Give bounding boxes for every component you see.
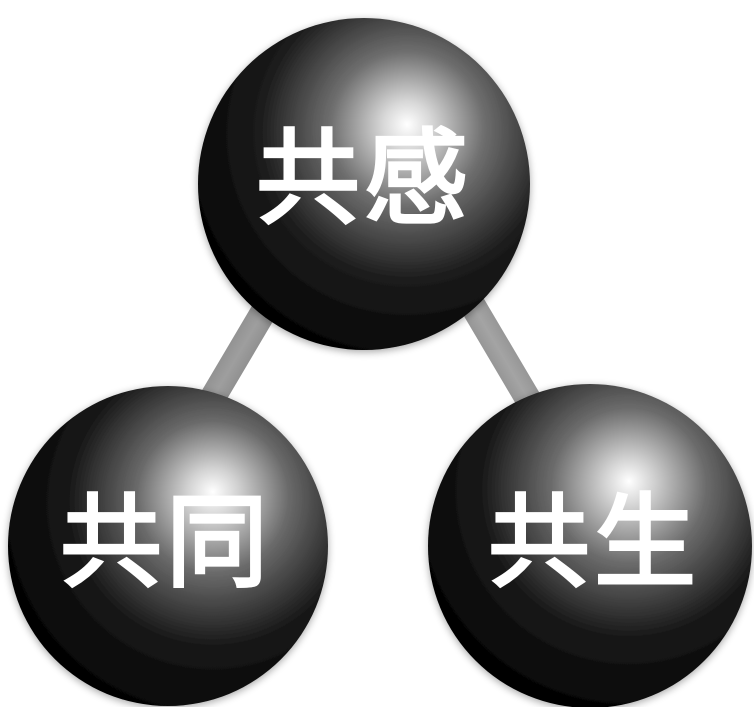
node-bottom-left: 共同 <box>8 386 328 706</box>
node-top-label: 共感 <box>256 117 472 239</box>
node-bottom-right: 共生 <box>428 384 752 707</box>
node-bottom-right-label: 共生 <box>488 484 700 603</box>
node-top: 共感 <box>198 18 530 350</box>
node-bottom-left-label: 共同 <box>60 484 272 603</box>
